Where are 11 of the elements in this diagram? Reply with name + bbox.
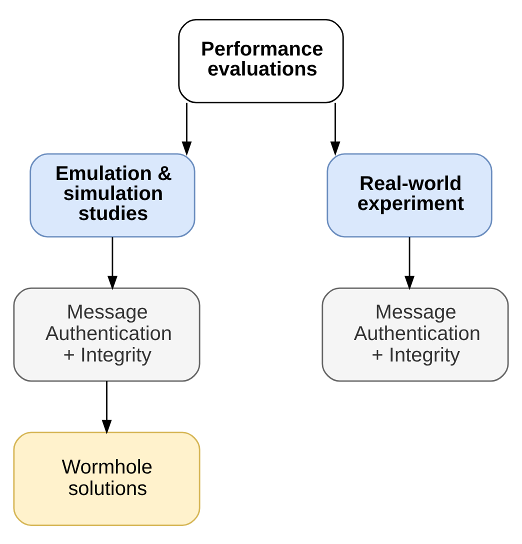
arrow bbox=[107, 236, 118, 290]
node-box: Wormhole solutions bbox=[13, 431, 200, 526]
arrow bbox=[404, 236, 415, 290]
arrow bbox=[330, 102, 340, 156]
node-box: Message Authentication + Integrity bbox=[322, 287, 509, 382]
node-box: Real-world experiment bbox=[326, 152, 492, 237]
arrow bbox=[102, 380, 112, 434]
node-box: Emulation & simulation studies bbox=[30, 152, 196, 237]
node-box: Message Authentication + Integrity bbox=[13, 287, 200, 382]
arrow bbox=[182, 102, 192, 156]
node-box: Performance evaluations bbox=[178, 18, 344, 103]
